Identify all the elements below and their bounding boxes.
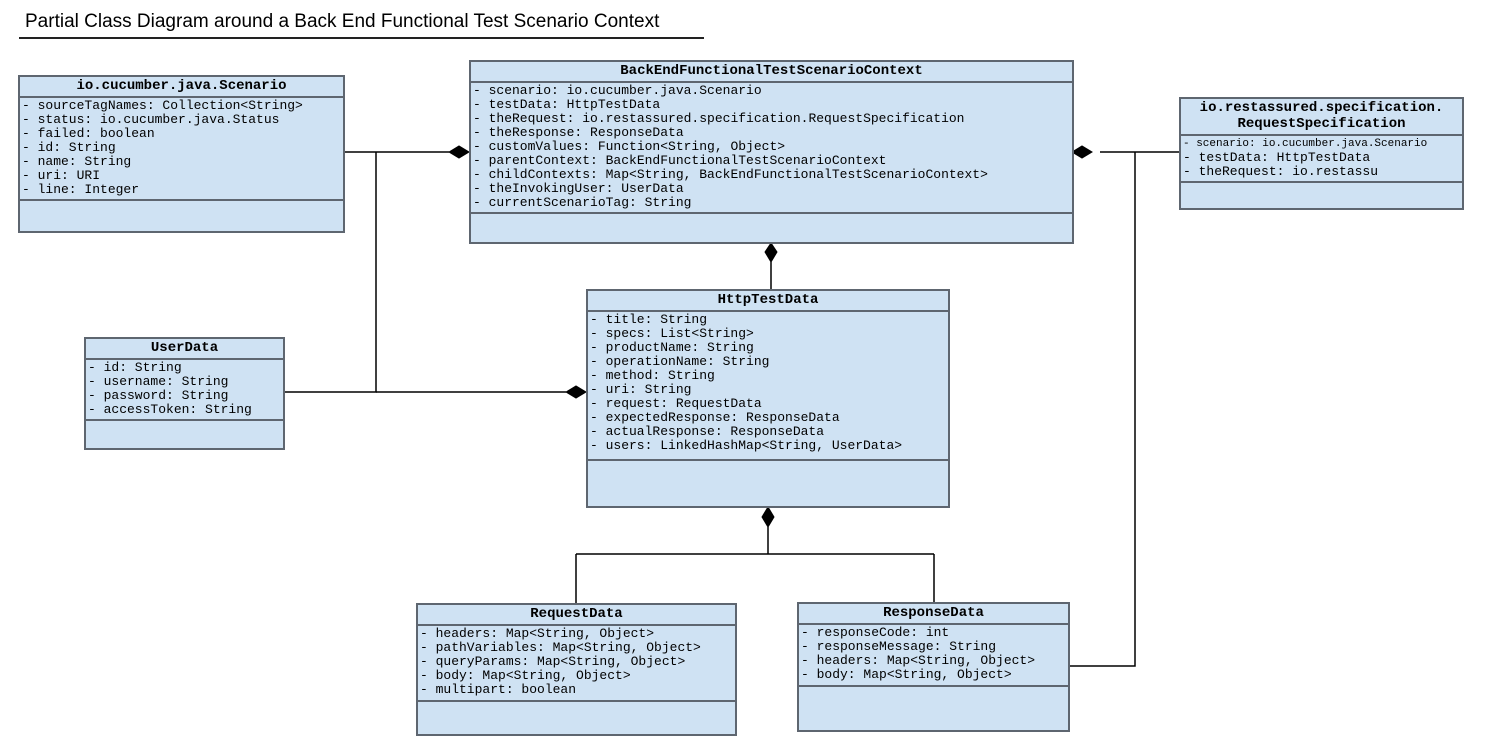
attribute: - actualResponse: ResponseData (590, 424, 825, 439)
attribute: - productName: String (590, 340, 754, 355)
attribute-list: - id: String - username: String - passwo… (86, 360, 283, 421)
attribute-list: - scenario: io.cucumber.java.Scenario - … (1181, 136, 1462, 183)
attribute: - currentScenarioTag: String (473, 195, 692, 210)
attribute: - headers: Map<String, Object> (801, 653, 1036, 668)
attribute: - theInvokingUser: UserData (473, 181, 684, 196)
attribute: - childContexts: Map<String, BackEndFunc… (473, 167, 988, 182)
class-user-data: UserData - id: String - username: String… (84, 337, 285, 450)
attribute-list: - title: String - specs: List<String> - … (588, 312, 948, 461)
attribute: - body: Map<String, Object> (420, 668, 631, 683)
attribute: - responseMessage: String (801, 639, 997, 654)
attribute: - customValues: Function<String, Object> (473, 139, 786, 154)
class-name: UserData (86, 339, 283, 360)
class-name: io.cucumber.java.Scenario (20, 77, 343, 98)
attribute: - testData: HttpTestData (473, 97, 661, 112)
attribute: - id: String (22, 140, 116, 155)
class-name-line: io.restassured.specification. (1199, 100, 1444, 116)
class-name: BackEndFunctionalTestScenarioContext (471, 62, 1072, 83)
attribute: - expectedResponse: ResponseData (590, 410, 840, 425)
attribute: - operationName: String (590, 354, 770, 369)
composition-diamond-userdata (565, 385, 587, 399)
connector-responsedata-context (1070, 152, 1136, 667)
attribute: - testData: HttpTestData (1183, 150, 1371, 165)
composition-diamond-httptestdata (764, 242, 778, 263)
attribute-list: - sourceTagNames: Collection<String> - s… (20, 98, 343, 201)
attribute: - request: RequestData (590, 396, 762, 411)
composition-diamond-requestspec (1071, 145, 1093, 159)
attribute: - username: String (88, 374, 229, 389)
class-scenario: io.cucumber.java.Scenario - sourceTagNam… (18, 75, 345, 233)
attribute: - theResponse: ResponseData (473, 125, 684, 140)
attribute: - theRequest: io.restassu (1183, 164, 1379, 179)
attribute: - uri: URI (22, 168, 101, 183)
attribute: - method: String (590, 368, 715, 383)
title-underline (19, 37, 704, 39)
attribute: - line: Integer (22, 182, 140, 197)
attribute: - pathVariables: Map<String, Object> (420, 640, 701, 655)
attribute: - body: Map<String, Object> (801, 667, 1012, 682)
class-name: io.restassured.specification. RequestSpe… (1181, 99, 1462, 136)
attribute: - password: String (88, 388, 229, 403)
attribute: - specs: List<String> (590, 326, 754, 341)
attribute: - uri: String (590, 382, 692, 397)
class-response-data: ResponseData - responseCode: int - respo… (797, 602, 1070, 732)
class-name-line: RequestSpecification (1237, 116, 1406, 132)
attribute: - headers: Map<String, Object> (420, 626, 655, 641)
attribute: - theRequest: io.restassured.specificati… (473, 111, 965, 126)
attribute: - name: String (22, 154, 132, 169)
attribute: - scenario: io.cucumber.java.Scenario (1183, 138, 1428, 150)
attribute: - responseCode: int (801, 625, 950, 640)
class-http-test-data: HttpTestData - title: String - specs: Li… (586, 289, 950, 508)
attribute-list: - headers: Map<String, Object> - pathVar… (418, 626, 735, 702)
attribute: - users: LinkedHashMap<String, UserData> (590, 438, 903, 453)
composition-diamond-scenario (448, 145, 470, 159)
attribute: - sourceTagNames: Collection<String> (22, 98, 303, 113)
attribute: - status: io.cucumber.java.Status (22, 112, 280, 127)
attribute: - scenario: io.cucumber.java.Scenario (473, 83, 762, 98)
attribute: - failed: boolean (22, 126, 155, 141)
class-context: BackEndFunctionalTestScenarioContext - s… (469, 60, 1074, 244)
composition-diamond-tree (761, 506, 775, 528)
attribute: - parentContext: BackEndFunctionalTestSc… (473, 153, 887, 168)
class-name: ResponseData (799, 604, 1068, 625)
class-name: RequestData (418, 605, 735, 626)
attribute: - accessToken: String (88, 402, 252, 417)
class-name: HttpTestData (588, 291, 948, 312)
attribute: - queryParams: Map<String, Object> (420, 654, 686, 669)
attribute-list: - scenario: io.cucumber.java.Scenario - … (471, 83, 1072, 214)
diagram-title: Partial Class Diagram around a Back End … (25, 11, 660, 32)
attribute: - title: String (590, 312, 708, 327)
attribute: - multipart: boolean (420, 682, 577, 697)
class-request-specification: io.restassured.specification. RequestSpe… (1179, 97, 1464, 210)
attribute: - id: String (88, 360, 182, 375)
class-request-data: RequestData - headers: Map<String, Objec… (416, 603, 737, 736)
attribute-list: - responseCode: int - responseMessage: S… (799, 625, 1068, 687)
